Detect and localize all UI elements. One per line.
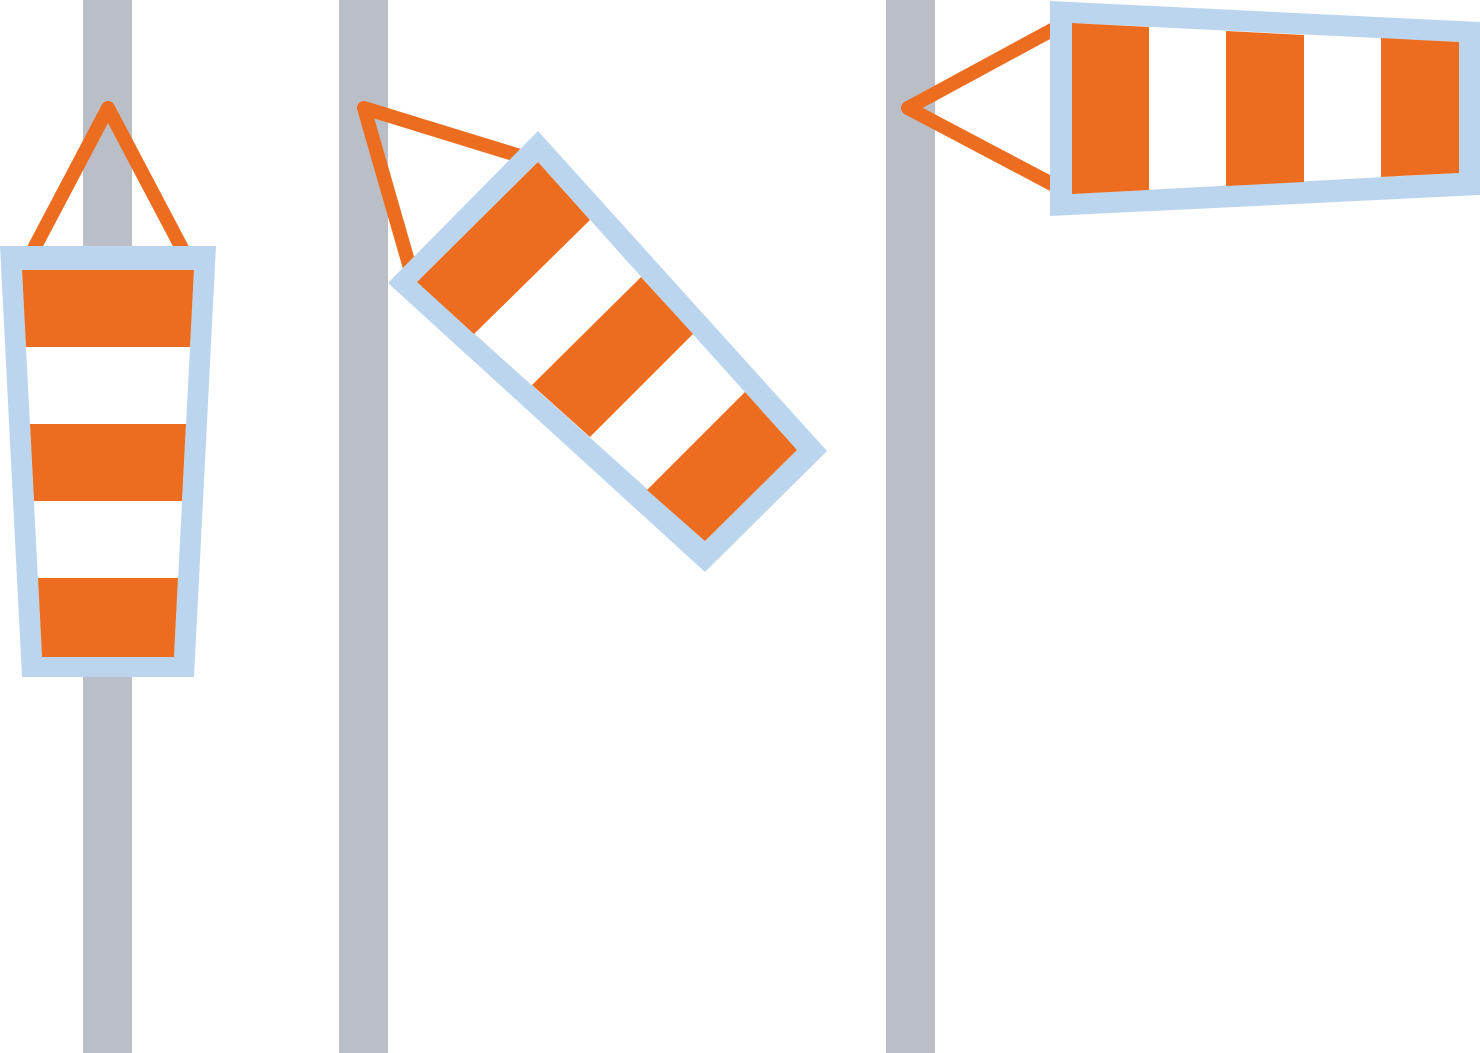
stripe-right-3: [1381, 38, 1459, 177]
stripe-left-2: [30, 424, 186, 501]
stripe-left-1: [22, 270, 194, 347]
windsock-moderate-icon: [357, 101, 827, 572]
stripe-right-1: [1072, 23, 1149, 194]
stripe-left-3: [38, 578, 178, 657]
stripe-middle-2: [532, 277, 693, 437]
windsock-calm-icon: [0, 101, 216, 677]
stripe-middle-1: [417, 162, 590, 334]
rope-right: [901, 23, 1059, 191]
pole-right: [886, 0, 935, 1053]
stripe-right-2: [1226, 31, 1304, 186]
rope-middle: [357, 101, 527, 275]
windsock-strong-icon: [901, 1, 1480, 216]
rope-left: [23, 101, 193, 263]
stripe-middle-3: [647, 392, 797, 541]
